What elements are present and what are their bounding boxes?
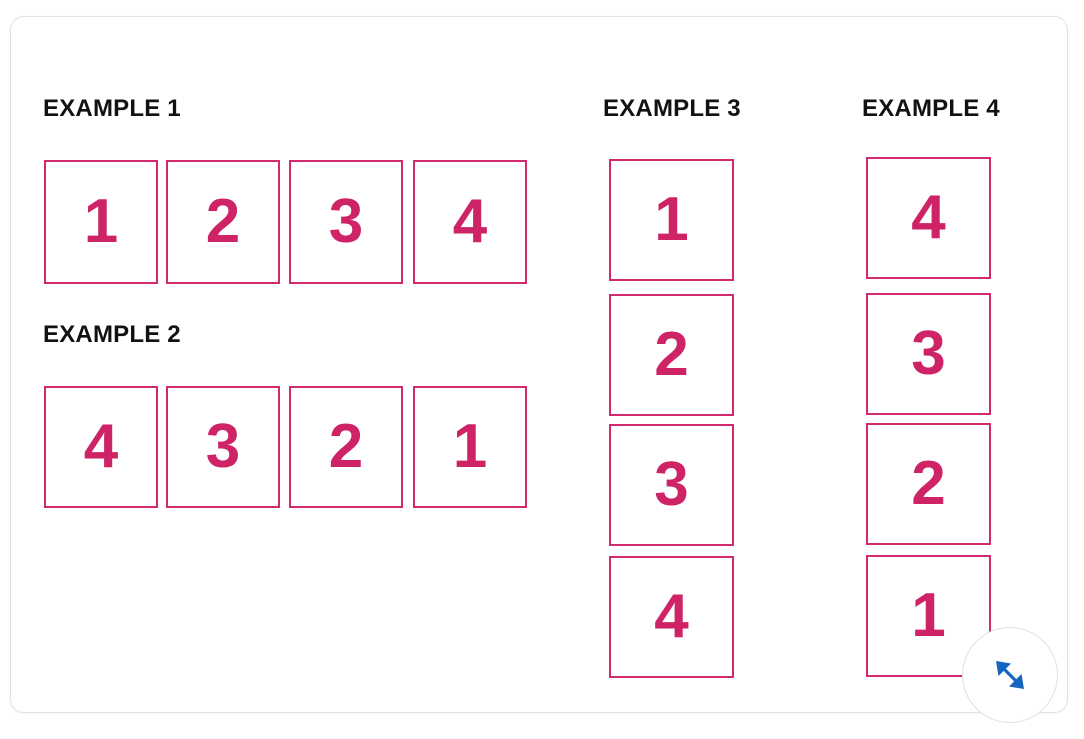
example-4-label: EXAMPLE 4 xyxy=(862,95,1000,122)
resize-diagonal-icon xyxy=(987,652,1033,698)
tile[interactable]: 2 xyxy=(166,160,280,284)
tile[interactable]: 3 xyxy=(166,386,280,508)
tile[interactable]: 3 xyxy=(289,160,403,284)
tile[interactable]: 4 xyxy=(866,157,991,279)
tile[interactable]: 1 xyxy=(609,159,734,281)
resize-handle-button[interactable] xyxy=(962,627,1058,723)
tile[interactable]: 1 xyxy=(44,160,158,284)
tile[interactable]: 3 xyxy=(866,293,991,415)
tile[interactable]: 1 xyxy=(413,386,527,508)
content-card: EXAMPLE 1 1 2 3 4 EXAMPLE 2 4 3 2 1 EXAM… xyxy=(10,16,1068,723)
example-3-label: EXAMPLE 3 xyxy=(603,95,741,122)
tile[interactable]: 4 xyxy=(413,160,527,284)
example-1-label: EXAMPLE 1 xyxy=(43,95,181,122)
example-2-label: EXAMPLE 2 xyxy=(43,321,181,348)
tile[interactable]: 3 xyxy=(609,424,734,546)
tile[interactable]: 2 xyxy=(609,294,734,416)
tile[interactable]: 2 xyxy=(289,386,403,508)
tile[interactable]: 2 xyxy=(866,423,991,545)
tile[interactable]: 4 xyxy=(44,386,158,508)
tile[interactable]: 4 xyxy=(609,556,734,678)
